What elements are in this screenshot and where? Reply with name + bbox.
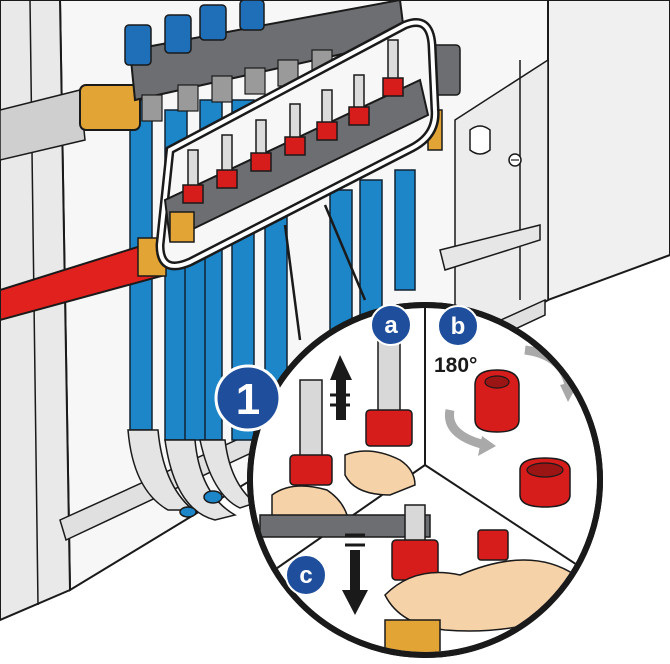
sub-step-c-badge: c bbox=[286, 555, 326, 595]
zoom-detail-circle bbox=[250, 300, 600, 660]
rotation-angle-label: 180° bbox=[434, 354, 477, 377]
sub-step-b-label: b bbox=[451, 313, 466, 340]
sub-step-a-badge: a bbox=[371, 305, 411, 345]
sub-step-b-badge: b bbox=[438, 306, 478, 346]
sub-step-c-label: c bbox=[299, 562, 312, 589]
sub-step-a-label: a bbox=[384, 312, 398, 339]
step-1-badge: 1 bbox=[216, 366, 280, 430]
step-1-number: 1 bbox=[236, 375, 260, 424]
